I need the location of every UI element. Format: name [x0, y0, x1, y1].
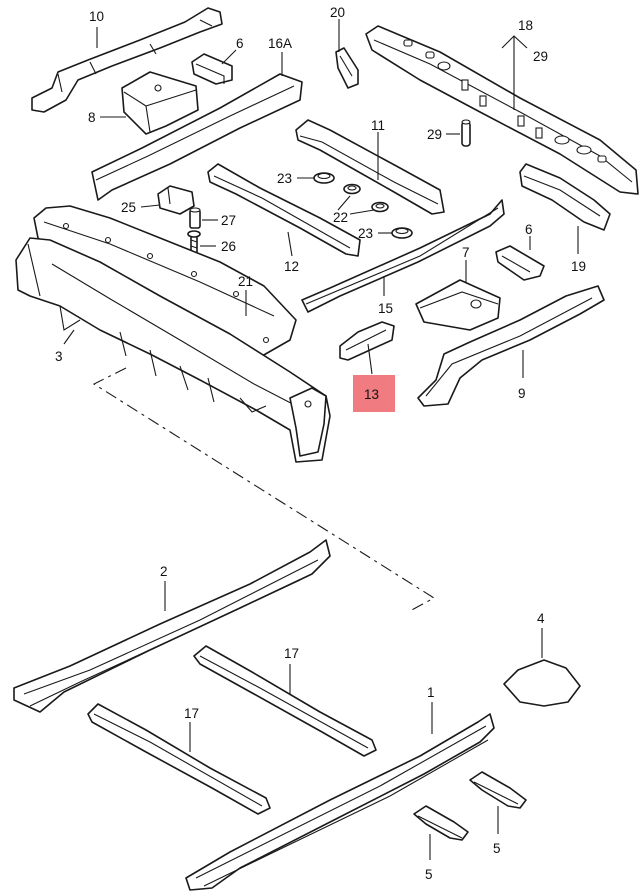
leader-25	[140, 204, 161, 208]
callout-1: 1	[427, 685, 435, 700]
part-2-drawing	[13, 539, 331, 713]
callout-6-top: 6	[236, 36, 244, 51]
part-11-drawing	[295, 119, 445, 215]
leader-3	[63, 329, 75, 345]
callout-7: 7	[462, 245, 470, 260]
leader-22	[337, 195, 375, 215]
callout-26: 26	[221, 239, 236, 254]
callout-20: 20	[330, 5, 345, 20]
callout-6-right: 6	[525, 222, 533, 237]
leader-6-top	[221, 49, 237, 65]
part-1-drawing	[185, 713, 495, 891]
callout-15: 15	[378, 301, 393, 316]
callout-3: 3	[55, 349, 63, 364]
callout-13: 13	[364, 387, 379, 402]
callout-11: 11	[371, 118, 385, 133]
part-18-drawing	[365, 25, 639, 195]
part-5-left-drawing	[413, 805, 469, 841]
callout-18: 18	[518, 18, 533, 33]
callout-4: 4	[537, 611, 545, 626]
callout-5-left: 5	[425, 867, 433, 882]
callout-12: 12	[284, 259, 299, 274]
part-13-highlight	[353, 375, 395, 412]
callout-16a: 16A	[268, 36, 292, 51]
part-17-lower-drawing	[87, 703, 271, 815]
part-25-drawing	[157, 185, 195, 215]
callout-17-upper: 17	[284, 646, 299, 661]
part-5-right-drawing	[469, 771, 527, 809]
callout-25: 25	[121, 200, 136, 215]
callout-17-lower: 17	[184, 706, 199, 721]
callout-9: 9	[518, 386, 526, 401]
assembly-dashed-line	[92, 367, 436, 613]
part-3-drawing	[15, 237, 331, 463]
part-13-drawing	[339, 321, 395, 361]
part-23-top-drawing	[313, 172, 335, 184]
part-23-bottom-drawing	[391, 227, 413, 239]
callout-5-right: 5	[493, 841, 501, 856]
part-27-drawing	[189, 207, 201, 229]
callout-29-top: 29	[533, 49, 548, 64]
part-12-drawing	[207, 163, 361, 257]
part-20-drawing	[335, 47, 359, 89]
part-6-top-drawing	[191, 53, 233, 85]
part-8-drawing	[121, 71, 199, 135]
part-17-upper-drawing	[193, 645, 377, 757]
leader-12	[287, 231, 293, 257]
callout-2: 2	[160, 564, 168, 579]
callout-10: 10	[89, 9, 104, 24]
part-10-drawing	[31, 7, 223, 113]
callout-23-bottom: 23	[358, 226, 373, 241]
leader-13	[367, 343, 373, 375]
callout-27: 27	[221, 213, 236, 228]
callout-21: 21	[238, 274, 253, 289]
part-4-drawing	[503, 659, 581, 707]
part-22-drawing	[343, 183, 389, 213]
part-7-drawing	[415, 279, 501, 331]
callout-23-top: 23	[277, 171, 292, 186]
callout-29: 29	[427, 127, 442, 142]
part-16a-drawing	[91, 73, 303, 201]
part-15-drawing	[301, 199, 505, 313]
part-6-right-drawing	[495, 245, 545, 281]
part-9-drawing	[417, 285, 605, 407]
callout-22: 22	[333, 210, 348, 225]
part-29-pin-drawing	[461, 119, 471, 147]
callout-19: 19	[571, 259, 586, 274]
part-19-drawing	[519, 163, 611, 231]
callout-8: 8	[88, 110, 96, 125]
